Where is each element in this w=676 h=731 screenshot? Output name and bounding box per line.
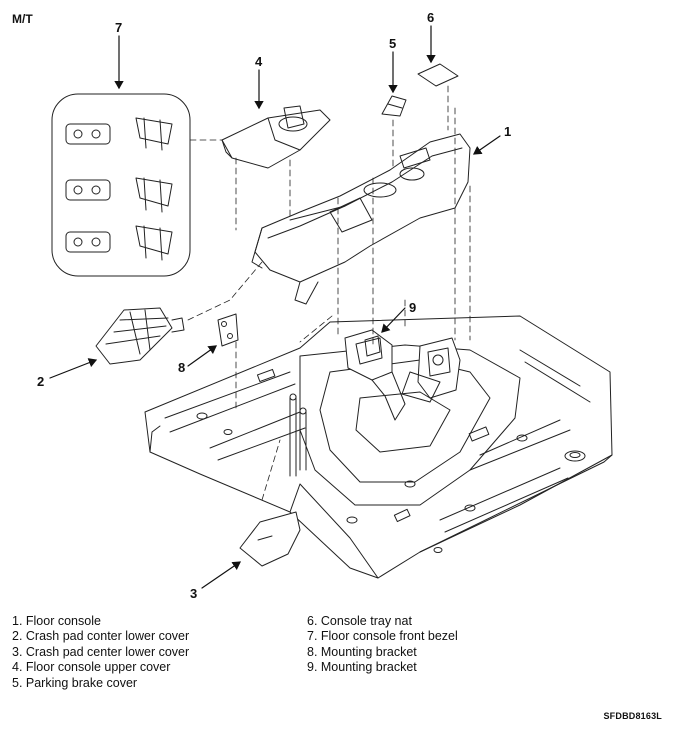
callout-4: 4 <box>255 54 263 69</box>
legend-item: 9. Mounting bracket <box>307 660 417 675</box>
legend-item: 8. Mounting bracket <box>307 644 417 659</box>
legend-item: 7. Floor console front bezel <box>307 629 458 644</box>
bezel-panel-3 <box>65 231 111 253</box>
legend-item: 6. Console tray nat <box>307 614 412 628</box>
callout-2: 2 <box>37 374 44 389</box>
callout-9: 9 <box>409 300 416 315</box>
figure-code: SFDBD8163L <box>603 711 662 721</box>
parts-legend-left: 1. Floor console 2. Crash pad conter low… <box>12 614 189 691</box>
variant-label: M/T <box>12 12 33 26</box>
mounting-bracket-8 <box>217 313 239 347</box>
legend-item: 2. Crash pad conter lower cover <box>12 629 190 644</box>
floor-console <box>251 133 471 305</box>
callout-8: 8 <box>178 360 185 375</box>
exploded-assembly-diagram: 1 2 3 4 5 6 7 8 9 <box>37 10 613 600</box>
crash-pad-lower-cover-bottom <box>239 511 301 567</box>
callout-numbers: 1 2 3 4 5 6 7 8 9 <box>37 10 511 600</box>
callout-1: 1 <box>504 124 511 139</box>
callout-5: 5 <box>389 36 396 51</box>
bezel-panel-2 <box>65 179 111 201</box>
bezel-bracket-1 <box>135 117 173 151</box>
parking-brake-lever <box>401 337 461 403</box>
floor-studs <box>289 393 307 477</box>
callout-3: 3 <box>190 586 197 600</box>
front-bezel-set <box>51 93 191 277</box>
callout-arrows <box>49 25 501 589</box>
shift-mechanism <box>344 329 406 421</box>
legend-item: 3. Crash pad center lower cover <box>12 644 190 659</box>
crash-pad-lower-cover-left <box>95 307 185 365</box>
parking-brake-cover <box>381 95 407 117</box>
assembly-guide-lines <box>187 85 471 501</box>
legend-item: 5. Parking brake cover <box>12 675 138 690</box>
bezel-bracket-2 <box>135 177 173 213</box>
mounting-bracket-9 <box>364 335 381 357</box>
callout-6: 6 <box>427 10 434 25</box>
legend-item: 4. Floor console upper cover <box>12 660 171 675</box>
console-tray-mat <box>417 63 459 87</box>
bezel-panel-1 <box>65 123 111 145</box>
callout-7: 7 <box>115 20 122 35</box>
parts-legend-right: 6. Console tray nat 7. Floor console fro… <box>307 614 458 676</box>
legend-item: 1. Floor console <box>12 614 101 628</box>
bezel-bracket-3 <box>135 225 173 261</box>
floor-console-upper-cover <box>221 105 331 169</box>
